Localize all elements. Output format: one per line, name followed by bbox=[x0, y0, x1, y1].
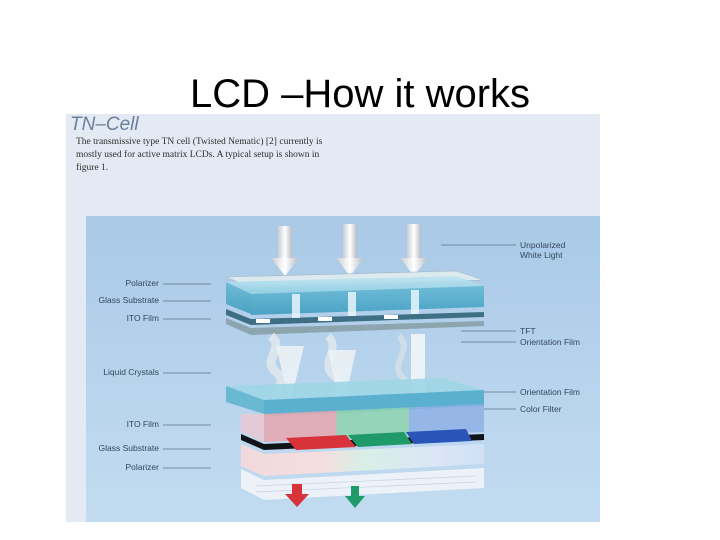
bottom-layer-stack bbox=[226, 378, 484, 500]
label-orientation-film-top: Orientation Film bbox=[520, 337, 580, 347]
label-ito-film-top: ITO Film bbox=[127, 313, 159, 323]
label-color-filter: Color Filter bbox=[520, 404, 562, 414]
top-layer-stack bbox=[225, 270, 485, 335]
light-arrow bbox=[336, 224, 364, 276]
light-arrow bbox=[271, 226, 299, 276]
red-output-arrow bbox=[285, 484, 309, 507]
slide-title: LCD –How it works bbox=[189, 72, 531, 116]
layer-label: Glass Substrate bbox=[99, 443, 211, 453]
layer-label: Color Filter bbox=[484, 404, 562, 414]
tn-cell-figure: TN–Cell The transmissive type TN cell (T… bbox=[66, 114, 600, 522]
incoming-light-arrows bbox=[271, 224, 428, 276]
lcd-diagram-svg: Polarizer Glass Substrate ITO Film Liqui… bbox=[99, 224, 580, 508]
label-polarizer-bottom: Polarizer bbox=[125, 462, 159, 472]
figure-caption: The transmissive type TN cell (Twisted N… bbox=[76, 137, 323, 173]
label-glass-substrate-top: Glass Substrate bbox=[99, 295, 160, 305]
label-glass-substrate-bottom: Glass Substrate bbox=[99, 443, 160, 453]
label-polarizer-top: Polarizer bbox=[125, 278, 159, 288]
layer-label: ITO Film bbox=[127, 419, 211, 429]
layer-label: ITO Film bbox=[127, 313, 211, 323]
outgoing-colored-light bbox=[285, 484, 365, 508]
layer-label: TFT bbox=[461, 326, 536, 336]
label-ito-film-bottom: ITO Film bbox=[127, 419, 159, 429]
layer-label: Polarizer bbox=[125, 278, 211, 288]
left-layer-labels: Polarizer Glass Substrate ITO Film Liqui… bbox=[99, 278, 211, 472]
label-liquid-crystals: Liquid Crystals bbox=[103, 367, 159, 377]
layer-label: Liquid Crystals bbox=[103, 367, 211, 377]
layer-label: Orientation Film bbox=[461, 337, 580, 347]
layer-label: Polarizer bbox=[125, 462, 211, 472]
label-tft: TFT bbox=[520, 326, 536, 336]
label-orientation-film-bottom: Orientation Film bbox=[520, 387, 580, 397]
light-arrow bbox=[400, 224, 428, 276]
layer-label: Glass Substrate bbox=[99, 295, 211, 305]
layer-label: Orientation Film bbox=[484, 387, 580, 397]
figure-heading: TN–Cell bbox=[70, 114, 139, 135]
green-output-arrow bbox=[345, 486, 365, 508]
